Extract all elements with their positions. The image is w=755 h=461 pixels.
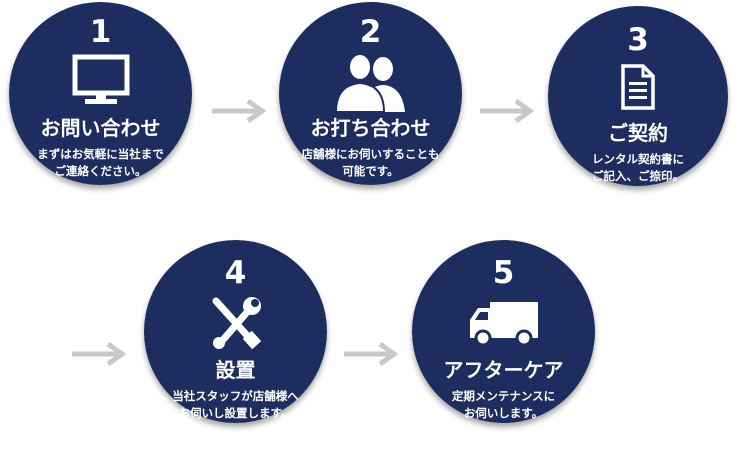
- arrow-2-to-3-icon: [480, 98, 535, 124]
- step-3-circle: 3 ご契約 レンタル契約書に ご記入、ご捺印。: [548, 6, 728, 186]
- step-title: 設置: [215, 358, 256, 382]
- truck-icon: [469, 302, 538, 346]
- arrow-3-to-4-icon: [72, 341, 127, 367]
- arrow-1-to-2-icon: [212, 98, 267, 124]
- step-desc-line-2: ご連絡ください。: [54, 164, 147, 178]
- step-desc-line-2: ご記入、ご捺印。: [592, 169, 684, 183]
- people-icon: [334, 54, 405, 112]
- step-desc-line-2: お伺いし設置します。: [178, 406, 293, 420]
- step-desc-line-2: お伺いします。: [463, 406, 544, 420]
- step-desc-line-1: 定期メンテナンスに: [451, 389, 556, 403]
- step-desc-line-2: 可能です。: [342, 164, 399, 178]
- step-desc-line-1: レンタル契約書に: [592, 152, 684, 166]
- step-1-circle: 1 お問い合わせ まずはお気軽に当社まで ご連絡ください。: [9, 2, 192, 185]
- step-title: お問い合わせ: [40, 116, 161, 140]
- step-number: 2: [359, 14, 382, 50]
- step-5-circle: 5 アフターケア 定期メンテナンスに お伺いします。: [412, 240, 595, 423]
- step-number: 3: [627, 22, 649, 58]
- step-number: 4: [224, 255, 247, 291]
- step-title: お打ち合わせ: [310, 116, 431, 140]
- document-icon: [621, 64, 655, 110]
- arrow-4-to-5-icon: [344, 341, 399, 367]
- step-number: 5: [492, 255, 515, 291]
- step-desc-line-1: 当社スタッフが店舗様へ: [172, 389, 299, 403]
- step-title: ご契約: [608, 121, 668, 145]
- monitor-icon: [72, 54, 129, 104]
- tools-icon: [212, 297, 261, 349]
- step-number: 1: [89, 14, 112, 50]
- step-title: アフターケア: [443, 358, 564, 382]
- step-desc-line-1: まずはお気軽に当社まで: [37, 147, 164, 161]
- step-desc-line-1: 店舗様にお伺いすることも: [301, 147, 440, 161]
- step-4-circle: 4 設置 当社スタッフが店舗様へ お伺いし設置します。: [144, 240, 327, 423]
- step-2-circle: 2 お打ち合わせ 店舗様にお伺いすることも 可能です。: [279, 2, 462, 185]
